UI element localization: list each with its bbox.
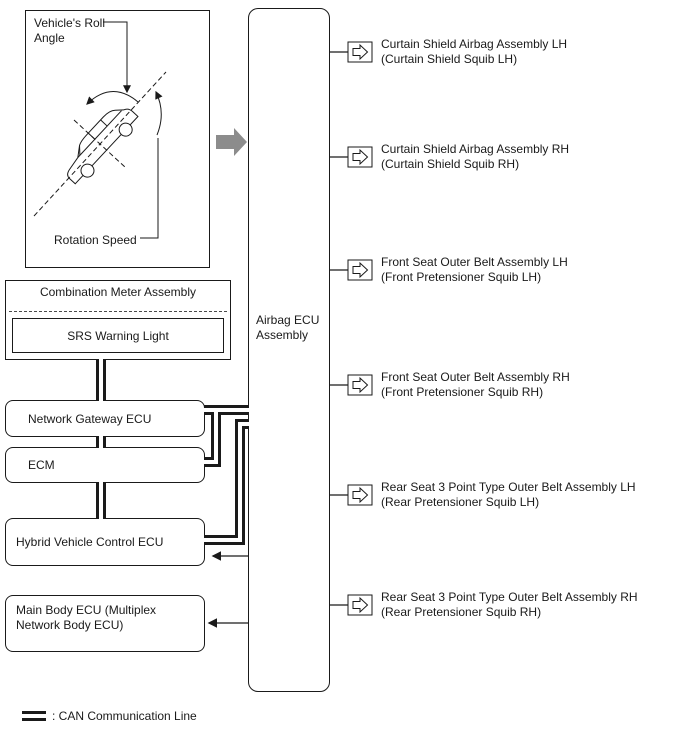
connector-label-6-line1: Rear Seat 3 Point Type Outer Belt Assemb… [381,590,638,604]
main-body-ecu-label-line1: Main Body ECU (Multiplex [16,603,157,617]
connector-label-2-line2: (Curtain Shield Squib RH) [381,157,520,171]
airbag-ecu-assembly-label: Airbag ECU Assembly [256,313,319,343]
connector-label-5-line1: Rear Seat 3 Point Type Outer Belt Assemb… [381,480,636,494]
connector-label-1-line2: (Curtain Shield Squib LH) [381,52,518,66]
connector-label-2: Curtain Shield Airbag Assembly RH (Curta… [381,142,569,172]
ecm-box: ECM [5,447,205,483]
combination-meter-title: Combination Meter Assembly [39,285,197,299]
airbag-ecu-assembly-box: Airbag ECU Assembly [248,8,330,692]
connector-label-1-line1: Curtain Shield Airbag Assembly LH [381,37,568,51]
combination-meter-assembly-box: Combination Meter Assembly SRS Warning L… [5,280,231,360]
connector-icons [347,41,373,616]
connector-label-4-line1: Front Seat Outer Belt Assembly RH [381,370,570,384]
connector-label-3: Front Seat Outer Belt Assembly LH (Front… [381,255,568,285]
connector-label-1: Curtain Shield Airbag Assembly LH (Curta… [381,37,567,67]
connector-label-4: Front Seat Outer Belt Assembly RH (Front… [381,370,570,400]
connector-label-3-line2: (Front Pretensioner Squib LH) [381,270,542,284]
connector-label-6: Rear Seat 3 Point Type Outer Belt Assemb… [381,590,638,620]
hybrid-vehicle-control-ecu-box: Hybrid Vehicle Control ECU [5,518,205,566]
dashed-divider [9,311,227,312]
main-body-ecu-box: Main Body ECU (Multiplex Network Body EC… [5,595,205,652]
airbag-ecu-label-line1: Airbag ECU [256,313,320,327]
flow-arrow-icon [216,128,247,156]
connector-icon-5 [347,484,373,506]
vehicle-roll-angle-label: Vehicle's Roll Angle [34,16,105,46]
connector-label-5-line2: (Rear Pretensioner Squib LH) [381,495,540,509]
airbag-ecu-label-line2: Assembly [256,328,309,342]
can-legend-label: : CAN Communication Line [52,709,197,723]
rotation-speed-label: Rotation Speed [54,233,137,247]
vehicle-roll-box: Vehicle's Roll Angle Rotation Speed [25,10,210,268]
connector-icon-1 [347,41,373,63]
connector-icon-2 [347,146,373,168]
connector-label-6-line2: (Rear Pretensioner Squib RH) [381,605,542,619]
vehicle-roll-angle-label-line2: Angle [34,31,65,45]
main-body-ecu-label-line2: Network Body ECU) [16,618,124,632]
connector-icon-6 [347,594,373,616]
connector-icon-4 [347,374,373,396]
srs-warning-light-box: SRS Warning Light [12,318,224,353]
vehicle-roll-angle-label-line1: Vehicle's Roll [34,16,105,30]
connector-label-5: Rear Seat 3 Point Type Outer Belt Assemb… [381,480,636,510]
connector-icon-3 [347,259,373,281]
connector-label-2-line1: Curtain Shield Airbag Assembly RH [381,142,570,156]
network-gateway-ecu-box: Network Gateway ECU [5,400,205,437]
connector-label-3-line1: Front Seat Outer Belt Assembly LH [381,255,568,269]
connector-label-4-line2: (Front Pretensioner Squib RH) [381,385,544,399]
